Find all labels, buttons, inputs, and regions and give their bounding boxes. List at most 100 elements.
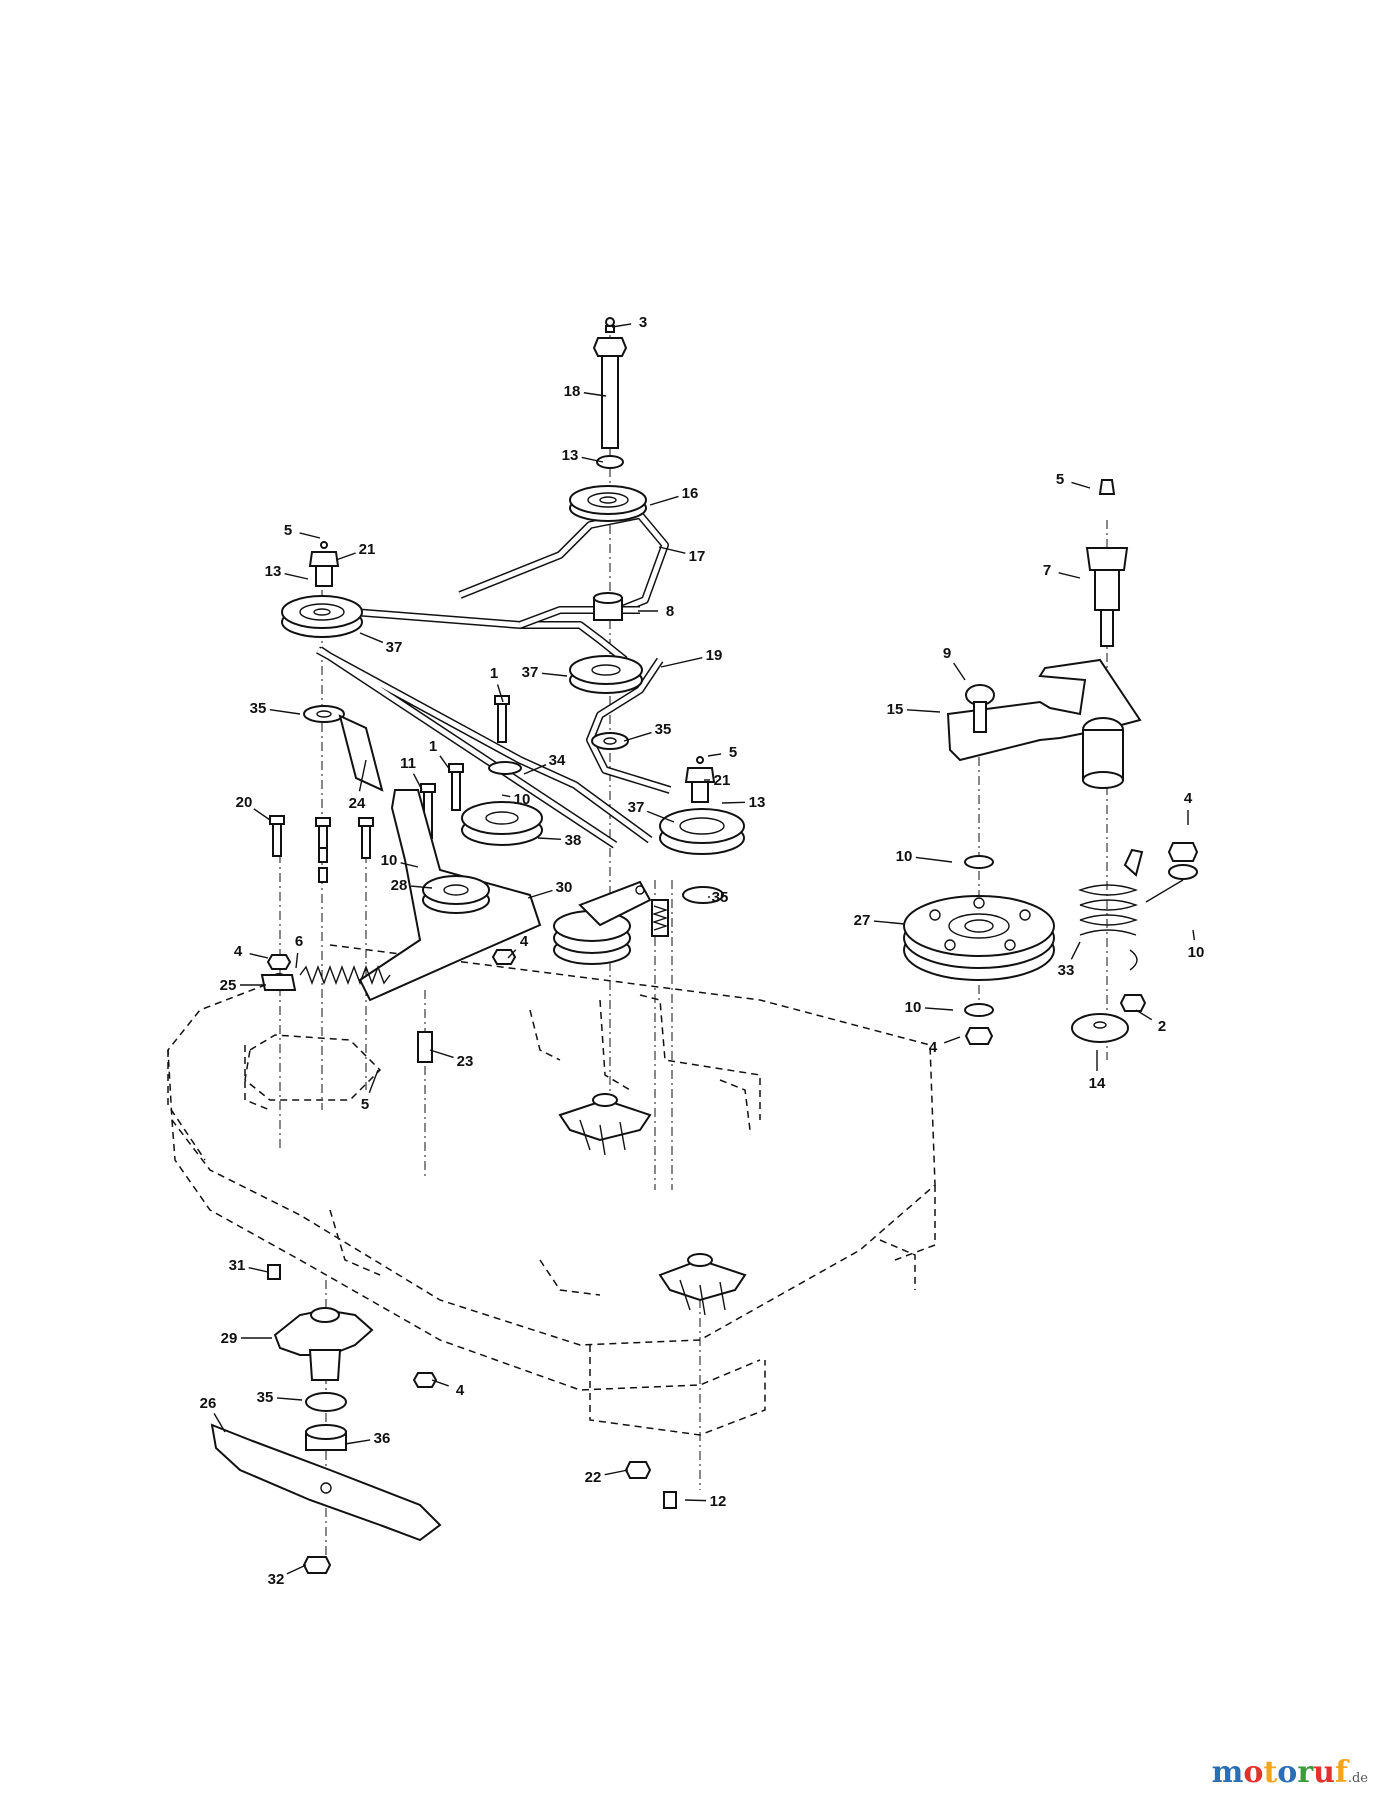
callout-leader-30 (527, 889, 553, 899)
callout-leader-28 (410, 885, 433, 889)
watermark-suffix: .de (1347, 1771, 1368, 1786)
callout-leader-17 (658, 546, 686, 554)
callout-leader-36 (344, 1439, 371, 1445)
callout-leader-13 (581, 456, 604, 463)
callout-label: 30 (556, 879, 573, 896)
callout-label: 17 (689, 548, 706, 565)
callout-label: 35 (712, 889, 729, 906)
callout-label: 13 (562, 447, 579, 464)
callout-leader-13 (284, 572, 309, 580)
idler-pulley-38-icon (461, 801, 543, 846)
callout-leader-37 (541, 672, 568, 677)
callout-label: 19 (706, 647, 723, 664)
callout-label: 35 (250, 700, 267, 717)
callout-label: 4 (234, 943, 243, 960)
callout-leader-7 (1058, 572, 1081, 579)
callout-leader-16 (649, 495, 679, 506)
nut-icon (266, 954, 292, 970)
callout-label: 37 (386, 639, 403, 656)
callout-leader-15 (906, 709, 941, 713)
callout-label: 29 (221, 1330, 238, 1347)
callout-label: 16 (682, 485, 699, 502)
callout-label: 31 (229, 1257, 246, 1274)
callout-leader-9 (953, 662, 966, 681)
drive-pulley-icon (569, 485, 647, 522)
callout-leader-35 (276, 1397, 303, 1401)
callout-leader-10 (400, 862, 419, 868)
callout-leader-1 (439, 755, 451, 771)
callout-leader-12 (684, 1499, 707, 1502)
callout-leader-24 (358, 759, 367, 792)
callout-leader-19 (660, 656, 703, 668)
callout-label: 5 (1056, 471, 1064, 488)
callout-leader-10 (501, 794, 511, 798)
callout-leader-37 (646, 810, 675, 823)
callout-label: 1 (490, 665, 498, 682)
callout-label: 4 (1184, 790, 1193, 807)
callout-leader-6 (295, 952, 299, 969)
callout-leader-38 (537, 837, 562, 841)
motoruf-watermark: motoruf.de (1212, 1755, 1368, 1790)
right-idler-assembly (903, 479, 1199, 1045)
callout-leader-23 (429, 1049, 454, 1059)
idler-pulley-icon (569, 655, 643, 694)
callout-label: 23 (457, 1053, 474, 1070)
right-spindle-pulley-icon (659, 756, 745, 855)
spacer-23-icon (417, 1031, 433, 1063)
callout-label: 2 (1158, 1018, 1166, 1035)
callout-label: 21 (359, 541, 376, 558)
callout-label: 10 (381, 852, 398, 869)
callout-label: 26 (200, 1395, 217, 1412)
callout-label: 14 (1089, 1075, 1106, 1092)
callout-leader-31 (248, 1266, 269, 1273)
callout-label: 11 (400, 755, 416, 772)
belt-guide-icon (338, 714, 384, 792)
callout-leader-10 (1192, 929, 1196, 941)
callout-leader-4 (431, 1379, 449, 1387)
callout-label: 12 (710, 1493, 727, 1510)
callout-label: 9 (943, 645, 951, 662)
callout-label: 4 (929, 1039, 938, 1056)
callout-leader-35 (623, 731, 652, 742)
upper-assembly (260, 317, 747, 1316)
callout-labels: 3181316178193737521131353552113371341110… (200, 314, 1205, 1588)
callout-leader-5 (1071, 481, 1091, 489)
callout-leader-5 (368, 1069, 379, 1094)
callout-label: 28 (391, 877, 408, 894)
callout-label: 7 (1043, 562, 1051, 579)
callout-label: 36 (374, 1430, 391, 1447)
callout-label: 35 (257, 1389, 274, 1406)
callout-leader-34 (523, 764, 547, 775)
spacer-icon (593, 592, 623, 621)
callout-leader-20 (253, 808, 271, 821)
callout-label: 34 (549, 752, 566, 769)
callout-label: 22 (585, 1469, 602, 1486)
spacer-left-icon (303, 705, 345, 723)
callout-leader-27 (873, 920, 906, 925)
callout-leader-13 (721, 801, 746, 804)
grease-fitting-icon (605, 317, 615, 333)
callout-leader-1 (496, 684, 504, 703)
callout-label: 10 (905, 999, 922, 1016)
callout-label: 5 (361, 1096, 369, 1113)
callout-label: 5 (284, 522, 292, 539)
callout-leader-5 (299, 532, 321, 539)
callout-label: 10 (514, 791, 531, 808)
callout-leader-26 (213, 1412, 226, 1433)
flat-idler-icon (591, 732, 629, 750)
callout-label: 10 (896, 848, 913, 865)
callout-label: 4 (520, 933, 529, 950)
blade-assembly (210, 1264, 677, 1574)
callout-label: 32 (268, 1571, 285, 1588)
callout-leader-21 (335, 552, 356, 561)
mower-deck-housing (167, 944, 936, 1436)
callout-label: 27 (854, 912, 871, 929)
deck-spindle-housing-icon (558, 1093, 652, 1156)
callout-label: 5 (729, 744, 737, 761)
idler-pulley-28-icon (422, 875, 490, 914)
watermark-letter: f (1334, 1755, 1348, 1790)
callout-label: 20 (236, 794, 253, 811)
callout-label: 13 (265, 563, 282, 580)
spacer-right-icon (682, 886, 724, 904)
